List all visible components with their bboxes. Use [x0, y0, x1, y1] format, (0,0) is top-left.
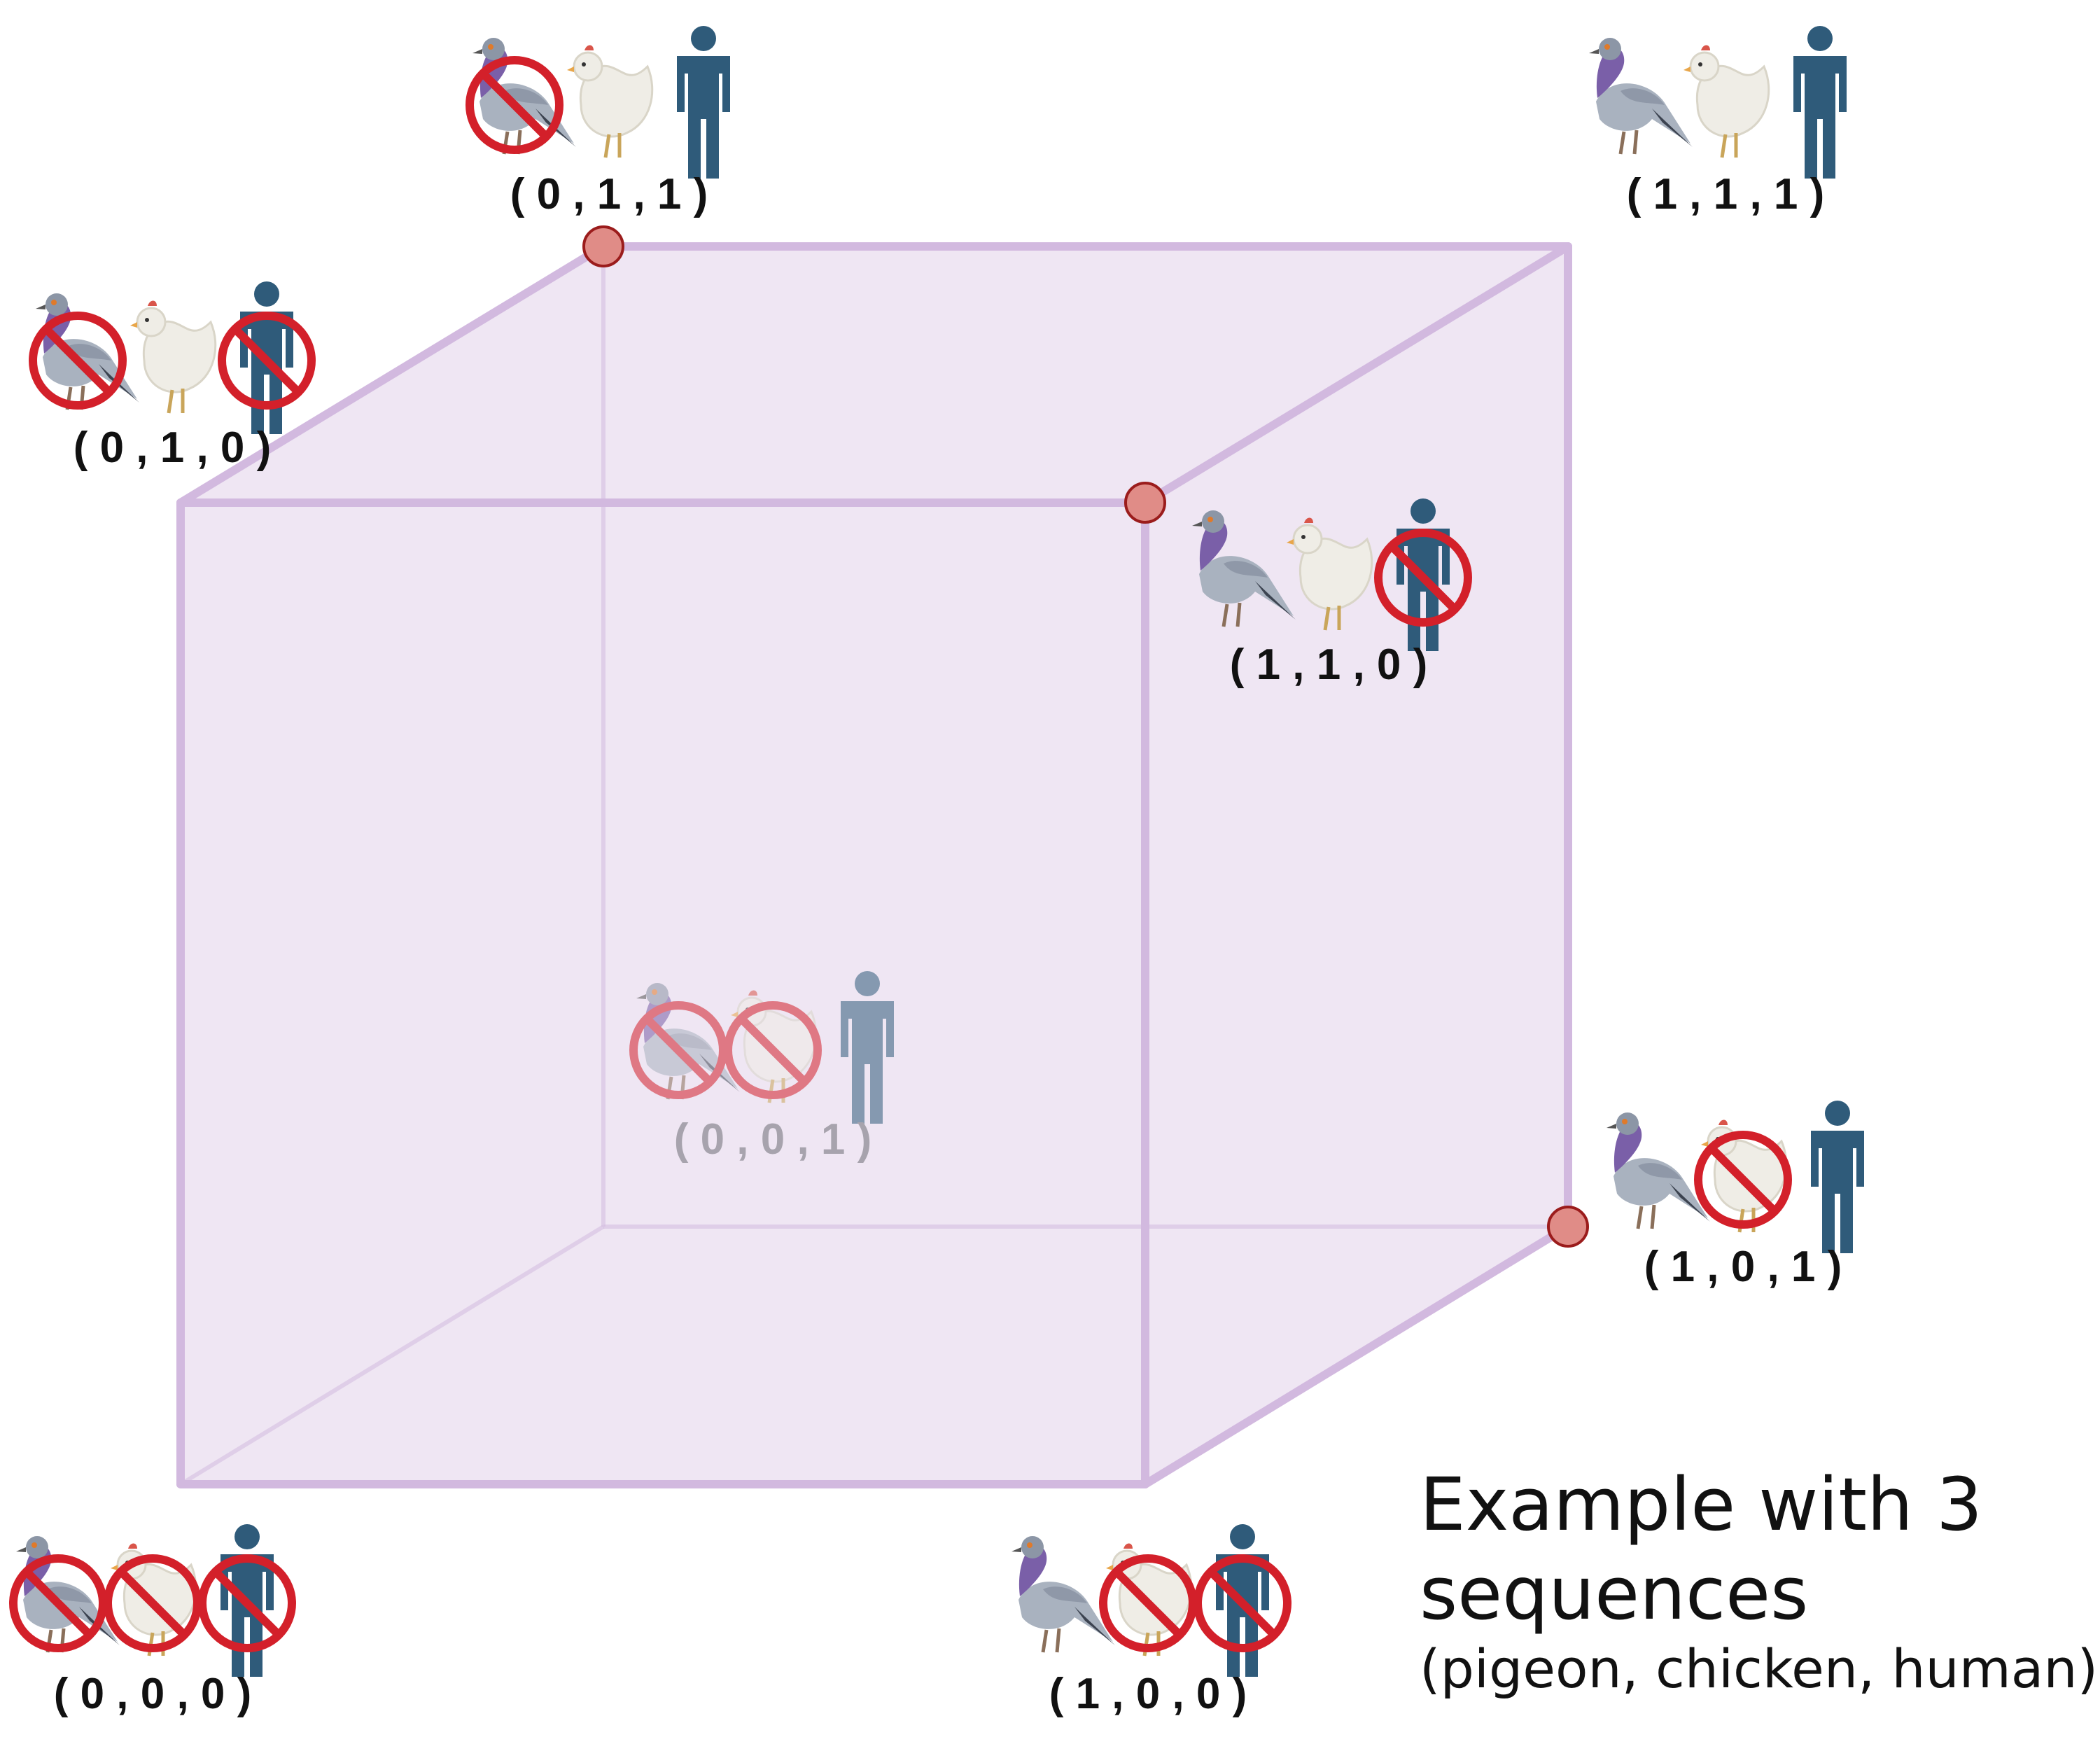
chicken-icon	[130, 301, 216, 414]
chicken-icon	[1698, 1120, 1788, 1233]
vertex-label-v110: ( 1 , 1 , 0 )	[1230, 641, 1428, 689]
human-icon	[1811, 1101, 1864, 1253]
pigeon-icon	[1606, 1112, 1710, 1229]
chicken-icon	[108, 1544, 197, 1656]
vertex-label-v000: ( 0 , 0 , 0 )	[54, 1670, 252, 1718]
pigeon-icon	[33, 293, 139, 410]
pigeon-icon	[13, 1536, 120, 1652]
vertex-group-v011: ( 0 , 1 , 1 )	[470, 26, 730, 218]
human-icon	[222, 281, 312, 434]
cube-hidden-edge	[179, 1225, 605, 1486]
vertex-label-v100: ( 1 , 0 , 0 )	[1049, 1670, 1247, 1718]
vertex-group-v100: ( 1 , 0 , 0 )	[1011, 1524, 1287, 1718]
caption-subtitle: (pigeon, chicken, human)	[1420, 1638, 2098, 1700]
vertex-marker-v011	[582, 225, 624, 267]
cube-top-face	[181, 246, 1568, 503]
vertex-group-v111: ( 1 , 1 , 1 )	[1589, 26, 1847, 218]
human-icon	[1793, 26, 1847, 179]
vertex-markers	[582, 225, 1589, 1248]
vertex-label-v111: ( 1 , 1 , 1 )	[1627, 170, 1825, 218]
chicken-icon	[1684, 46, 1769, 158]
pigeon-icon	[1589, 38, 1693, 154]
caption-title-line1: Example with 3	[1420, 1462, 1982, 1547]
cube-edge	[1141, 1222, 1572, 1488]
vertex-label-v101: ( 1 , 0 , 1 )	[1644, 1243, 1842, 1291]
vertex-group-v101: ( 1 , 0 , 1 )	[1606, 1101, 1864, 1291]
cube	[176, 242, 1572, 1488]
human-icon	[677, 26, 730, 179]
human-icon	[202, 1524, 292, 1677]
chicken-icon	[1103, 1544, 1193, 1656]
vertex-group-v000: ( 0 , 0 , 0 )	[13, 1524, 292, 1718]
cube-edge	[176, 242, 608, 507]
chicken-icon	[567, 46, 652, 158]
vertex-labels: ( 0 , 0 , 0 ) ( 1 , 0 , 0 ) ( 0 , 1 , 0 ) (…	[13, 26, 1864, 1718]
vertex-marker-v110	[1124, 482, 1166, 524]
vertex-label-v001: ( 0 , 0 , 1 )	[674, 1115, 872, 1164]
cube-edge	[1141, 242, 1572, 507]
vertex-group-v001: ( 0 , 0 , 1 )	[634, 971, 894, 1164]
caption-title-line2: sequences	[1420, 1551, 1808, 1636]
pigeon-icon	[470, 38, 576, 154]
vertex-group-v110: ( 1 , 1 , 0 )	[1192, 498, 1468, 689]
pigeon-icon	[1011, 1536, 1115, 1652]
vertex-group-v010: ( 0 , 1 , 0 )	[33, 281, 312, 472]
vertex-label-v010: ( 0 , 1 , 0 )	[74, 424, 272, 472]
human-icon	[1198, 1524, 1287, 1677]
vertex-label-v011: ( 0 , 1 , 1 )	[510, 170, 708, 218]
vertex-marker-v101	[1547, 1206, 1589, 1248]
caption: Example with 3 sequences (pigeon, chicke…	[1420, 1462, 2098, 1700]
